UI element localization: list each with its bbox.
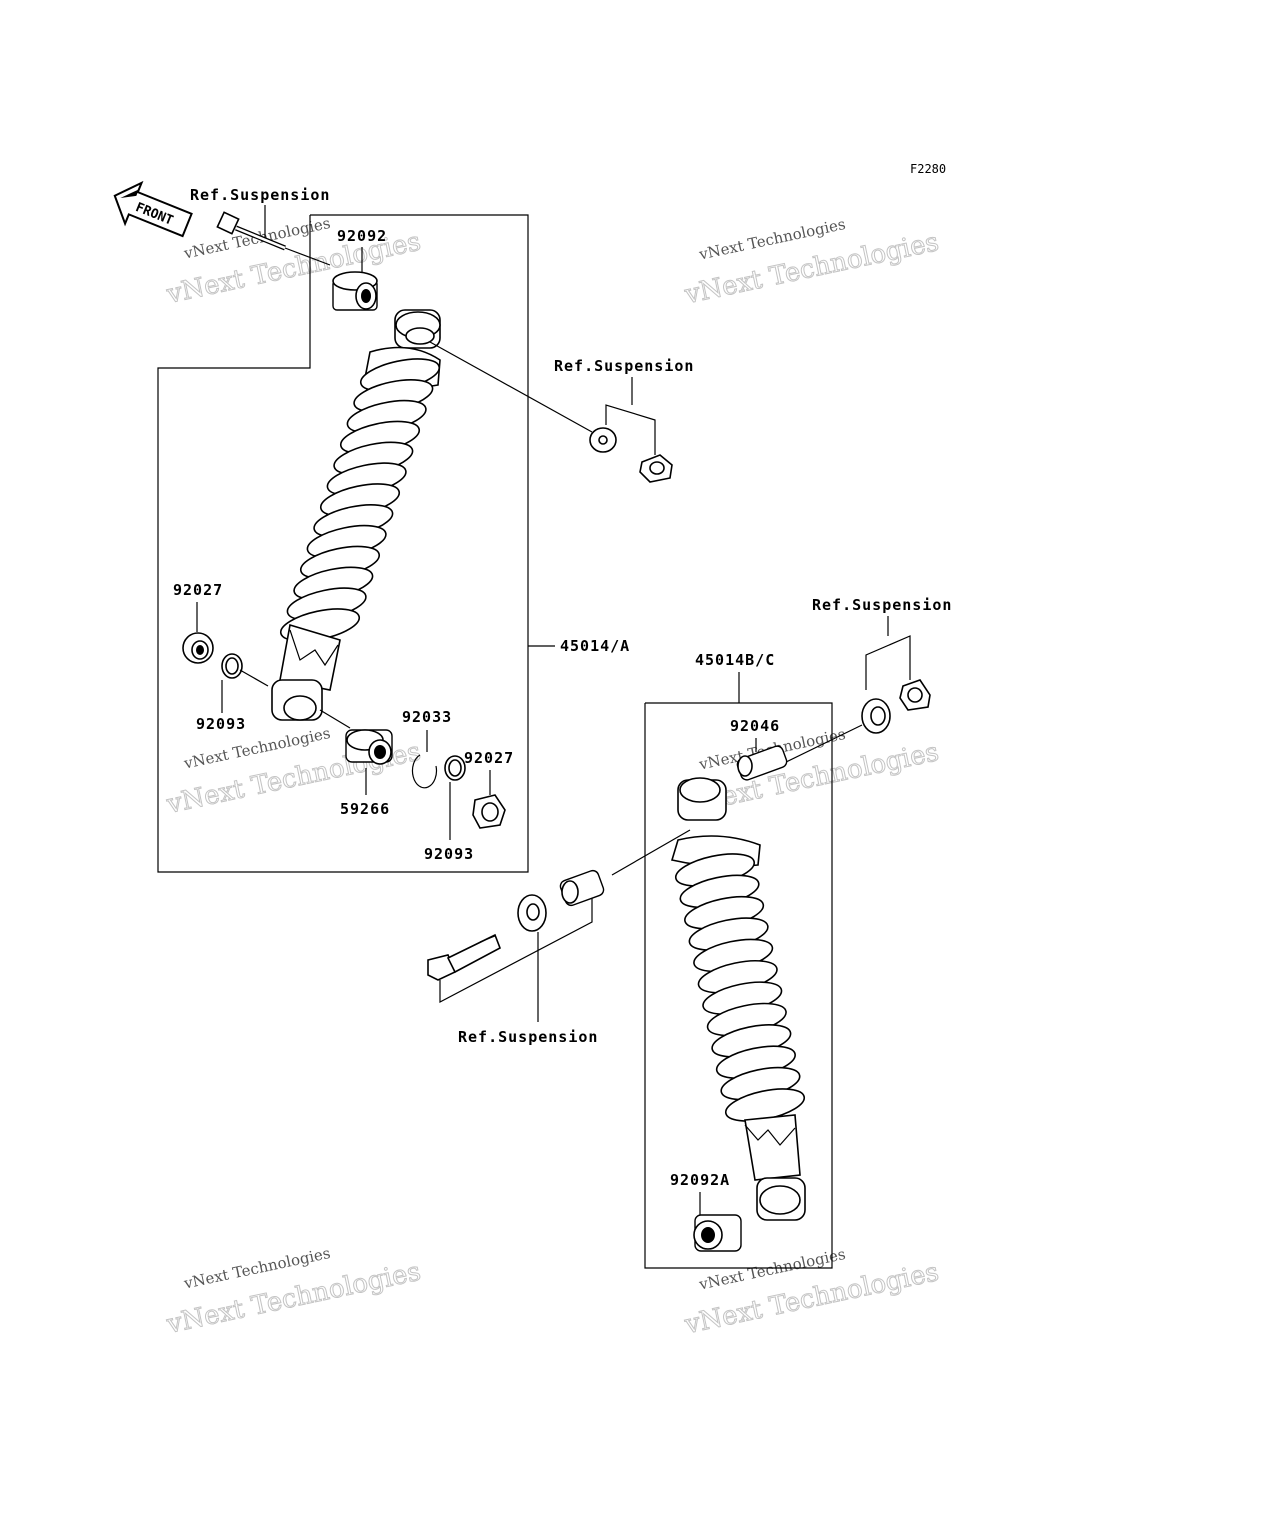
diagram-code: F2280 <box>910 162 946 176</box>
part-92027-collar-b <box>472 794 506 829</box>
washer-ref-right <box>861 698 891 734</box>
part-label-92092: 92092 <box>337 227 387 245</box>
watermark-top-right: vNext Technologies vNext Technologies <box>681 215 942 311</box>
shock-absorber-left <box>271 309 441 721</box>
part-label-92027-a: 92027 <box>173 581 223 599</box>
part-label-59266: 59266 <box>340 800 390 818</box>
part-92046-sleeve <box>736 745 788 781</box>
part-92027-collar-a <box>182 632 214 664</box>
part-92093-ring-b <box>444 755 466 781</box>
part-label-92093-a: 92093 <box>196 715 246 733</box>
ref-suspension-label-bottom: Ref.Suspension <box>458 1028 598 1046</box>
front-arrow-icon: FRONT <box>113 180 193 238</box>
ref-suspension-label-top: Ref.Suspension <box>190 186 330 204</box>
part-92092-bushing <box>332 271 378 311</box>
ref-suspension-label-right: Ref.Suspension <box>812 596 952 614</box>
shock-absorber-right <box>670 777 806 1221</box>
part-92033-circlip <box>411 754 438 789</box>
collar-bottom <box>559 869 605 907</box>
part-label-92092a: 92092A <box>670 1171 730 1189</box>
watermark-bottom-left: vNext Technologies vNext Technologies <box>163 1244 424 1341</box>
assembly-box-right <box>644 702 833 1269</box>
assembly-box-left <box>157 214 529 873</box>
part-label-92033: 92033 <box>402 708 452 726</box>
washer-ref-mid <box>589 427 617 453</box>
nut-ref-right <box>899 679 931 711</box>
bolt-top-left <box>216 211 286 251</box>
nut-ref-mid <box>639 454 673 483</box>
watermark-top-left: vNext Technologies vNext Technologies <box>163 214 424 311</box>
part-92093-ring-a <box>221 653 243 679</box>
ref-suspension-label-mid: Ref.Suspension <box>554 357 694 375</box>
part-label-92093-b: 92093 <box>424 845 474 863</box>
assembly-label-45014bc: 45014B/C <box>695 651 775 669</box>
washer-bottom <box>517 894 547 932</box>
part-label-92027-b: 92027 <box>464 749 514 767</box>
part-59266-bushing <box>345 729 393 765</box>
part-92092a-bushing <box>693 1214 742 1252</box>
assembly-label-45014a: 45014/A <box>560 637 630 655</box>
part-label-92046: 92046 <box>730 717 780 735</box>
bolt-bottom <box>427 933 502 981</box>
